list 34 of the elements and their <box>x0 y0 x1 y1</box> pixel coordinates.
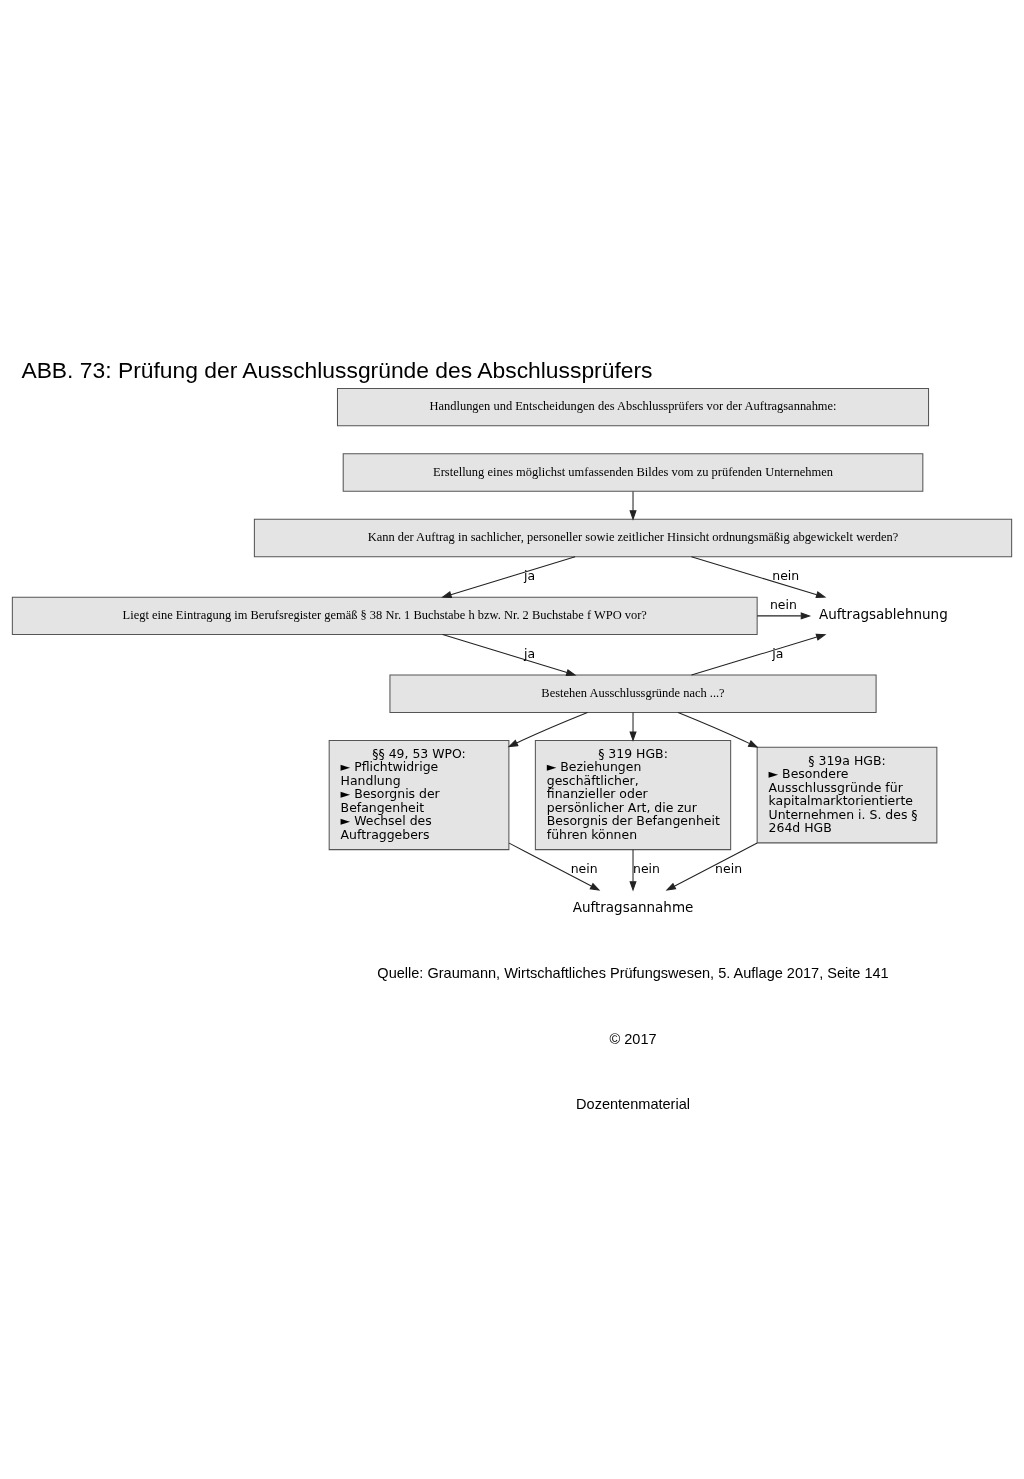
edge-label: ja <box>524 646 536 662</box>
node-box: Bestehen Ausschlussgründe nach ...? <box>389 674 877 713</box>
arrow <box>690 556 827 599</box>
diagram-title: ABB. 73: Prüfung der Ausschlussgründe des Abschlussprüfers <box>21 356 653 383</box>
node-box: §§ 49, 53 WPO: ► Pflichtwidrige Handlung ► Besorgnis der Befangenheit ► Wechsel des Auftraggebers <box>328 740 510 851</box>
edge-label: nein <box>715 861 743 877</box>
label: Dozentenmaterial <box>576 1095 690 1112</box>
label: Quelle: Graumann, Wirtschaftliches Prüfungswesen, 5. Auflage 2017, Seite 141 <box>377 965 889 982</box>
arrow <box>690 633 827 676</box>
arrow <box>508 842 601 891</box>
node-text: Auftragsannahme <box>572 899 694 916</box>
arrow <box>441 556 576 599</box>
arrow <box>442 634 577 676</box>
node-box: Liegt eine Eintragung im Berufsregister gemäß § 38 Nr. 1 Buchstabe h bzw. Nr. 2 Buchstabe f WPO vor? <box>11 596 758 636</box>
label: © 2017 <box>609 1030 657 1047</box>
node-box: Erstellung eines möglichst umfassenden Bildes vom zu prüfenden Unternehmen <box>342 453 924 492</box>
edge-label: nein <box>633 861 660 877</box>
arrow <box>756 612 812 620</box>
arrow <box>629 849 637 892</box>
arrow <box>629 491 637 521</box>
node-text: Auftragsablehnung <box>819 606 948 623</box>
arrow <box>677 712 759 748</box>
node-box: Handlungen und Entscheidungen des Abschlussprüfers vor der Auftragsannahme: <box>336 387 930 427</box>
node-box: § 319 HGB: ► Beziehungen geschäftlicher, finanzieller oder persönlicher Art, die zur Besorgnis der Befangenheit führen können <box>534 740 732 851</box>
arrow <box>629 712 637 742</box>
node-box: § 319a HGB: ► Besondere Ausschlussgründe für kapitalmarktorientierte Unternehmen i. S. des § 264d HGB <box>756 746 938 844</box>
edge-label: nein <box>772 568 800 584</box>
edge-label: nein <box>769 597 797 613</box>
edge-label: nein <box>570 861 598 877</box>
edge-label: ja <box>772 646 784 662</box>
arrow <box>507 711 588 748</box>
edge-label: ja <box>524 568 536 584</box>
arrow <box>665 842 758 891</box>
node-box: Kann der Auftrag in sachlicher, personeller sowie zeitlicher Hinsicht ordnungsmäßig abgewickelt werden? <box>253 518 1013 558</box>
